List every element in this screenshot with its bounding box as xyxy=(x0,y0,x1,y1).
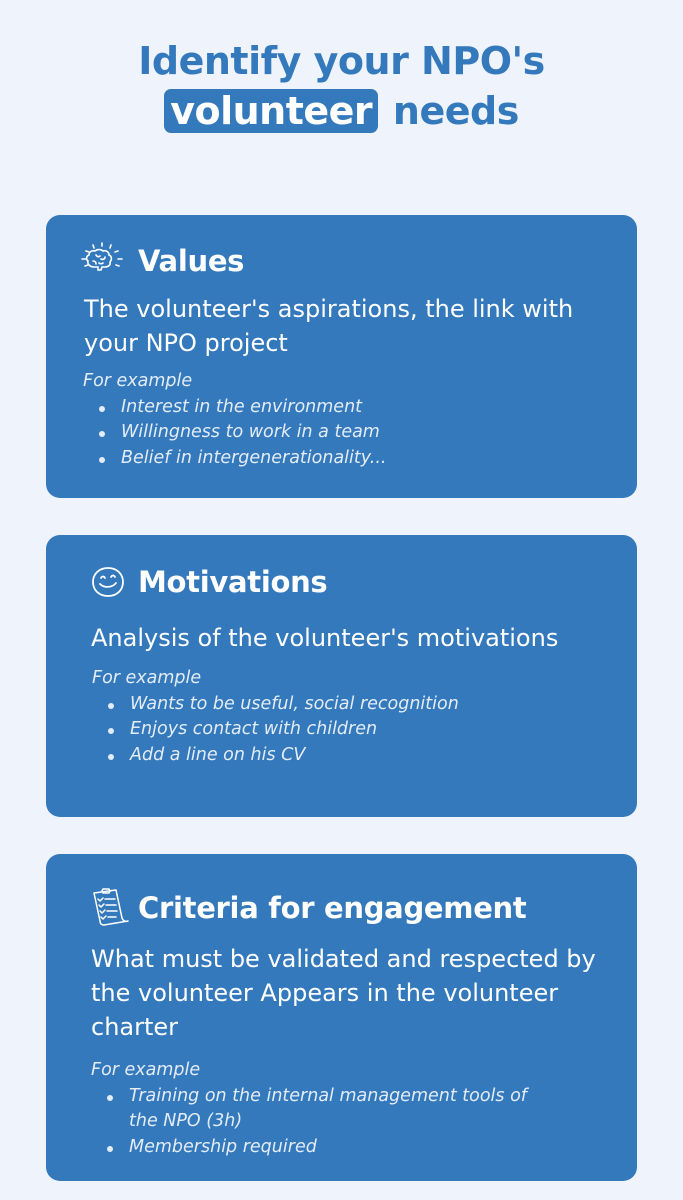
list-item: Willingness to work in a team xyxy=(99,420,603,446)
smiley-icon xyxy=(90,565,126,599)
motivations-card-examples: For example Wants to be useful, social r… xyxy=(92,666,612,768)
criteria-card-header: Criteria for engagement xyxy=(88,887,527,929)
list-item: Wants to be useful, social recognition xyxy=(108,692,612,718)
page-title: Identify your NPO's volunteer needs xyxy=(0,36,683,136)
clipboard-checklist-icon xyxy=(88,887,130,929)
motivations-card-description: Analysis of the volunteer's motivations xyxy=(91,624,559,652)
list-item: Add a line on his CV xyxy=(108,743,612,769)
values-card-examples: For example Interest in the environment … xyxy=(83,369,603,471)
criteria-card-examples: For example Training on the internal man… xyxy=(91,1058,561,1160)
motivations-card-header: Motivations xyxy=(90,565,328,599)
values-card-header: Values xyxy=(76,241,244,281)
example-label: For example xyxy=(92,668,202,688)
motivations-card-title: Motivations xyxy=(138,565,328,599)
list-item: Enjoys contact with children xyxy=(108,717,612,743)
example-list: Wants to be useful, social recognition E… xyxy=(92,692,612,769)
values-card: Values The volunteer's aspirations, the … xyxy=(46,215,637,498)
criteria-card-title: Criteria for engagement xyxy=(138,891,527,925)
example-list: Training on the internal management tool… xyxy=(91,1084,561,1161)
values-card-title: Values xyxy=(138,244,245,278)
title-line1: Identify your NPO's xyxy=(138,39,545,83)
list-item: Training on the internal management tool… xyxy=(107,1084,561,1135)
title-line2-rest: needs xyxy=(392,89,519,133)
title-highlight: volunteer xyxy=(164,89,379,133)
values-card-description: The volunteer's aspirations, the link wi… xyxy=(84,295,574,357)
criteria-card: Criteria for engagement What must be val… xyxy=(46,854,637,1181)
example-label: For example xyxy=(83,371,193,391)
criteria-card-description: What must be validated and respected by … xyxy=(91,945,596,1041)
list-item: Belief in intergenerationality... xyxy=(99,446,603,472)
list-item: Membership required xyxy=(107,1135,561,1161)
brain-icon xyxy=(76,241,128,281)
motivations-card: Motivations Analysis of the volunteer's … xyxy=(46,535,637,817)
example-list: Interest in the environment Willingness … xyxy=(83,395,603,472)
title-line2: volunteer needs xyxy=(0,86,683,136)
example-label: For example xyxy=(91,1060,201,1080)
list-item: Interest in the environment xyxy=(99,395,603,421)
